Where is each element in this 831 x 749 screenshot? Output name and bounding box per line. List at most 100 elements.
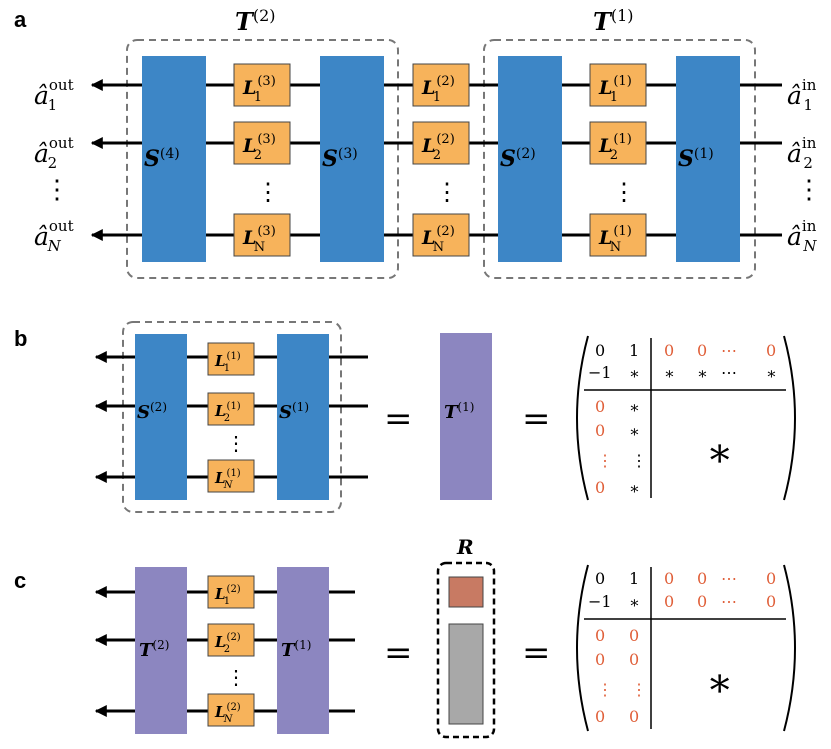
svg-text:⋮: ⋮	[226, 431, 246, 455]
equals-c2: =	[522, 633, 551, 673]
svg-text:⋯: ⋯	[721, 569, 737, 588]
panel-letter-a: a	[14, 7, 27, 32]
equals-b2: =	[522, 399, 551, 439]
result-r-top	[448, 576, 484, 608]
svg-text:⋮: ⋮	[597, 680, 613, 699]
group-title-t1: T(1)	[593, 6, 634, 36]
block-b-s1-label: S(1)	[279, 400, 309, 423]
result-t1-label: T(1)	[444, 400, 474, 423]
svg-text:⋮: ⋮	[631, 451, 647, 470]
svg-text:⋮: ⋮	[44, 175, 70, 205]
group-box-t2	[126, 39, 399, 279]
svg-text:L(3)N: L(3)N	[242, 224, 276, 255]
panel-a: a T(2) T(1) S(4) S(3) S(2) S(1)	[14, 6, 822, 279]
loss-column-b: L(1)1 L(1)2 L(1)N ⋮	[207, 342, 255, 493]
svg-text:L(2)1: L(2)1	[214, 584, 241, 607]
svg-text:∗: ∗	[697, 364, 708, 383]
svg-text:⋮: ⋮	[597, 451, 613, 470]
block-s4-label: S(4)	[144, 146, 180, 172]
svg-text:∗: ∗	[629, 398, 640, 417]
svg-text:L(1)1: L(1)1	[214, 351, 241, 374]
group-box-b	[122, 321, 342, 513]
group-box-t1	[483, 39, 756, 279]
svg-text:L(2)N: L(2)N	[214, 702, 241, 725]
result-r-box	[436, 561, 496, 739]
matrix-b: 0 1 0 0 ⋯ 0 −1 ∗ ∗ ∗ ⋯ ∗ 0 0 ⋮ 0 ∗ ∗ ⋮ ∗…	[576, 335, 796, 501]
svg-text:0: 0	[697, 569, 707, 588]
svg-text:L(3)2: L(3)2	[242, 132, 276, 163]
block-s2	[498, 56, 562, 262]
svg-text:L(2)N: L(2)N	[421, 224, 455, 255]
svg-text:∗: ∗	[629, 479, 640, 498]
svg-text:0: 0	[664, 592, 674, 611]
svg-text:0: 0	[697, 341, 707, 360]
svg-text:L(2)2: L(2)2	[421, 132, 455, 163]
loss-column-l3: L(3)1 L(3)2 L(3)N ⋮	[233, 63, 291, 257]
svg-text:⋮: ⋮	[226, 665, 246, 689]
svg-text:0: 0	[766, 592, 776, 611]
panel-letter-b: b	[14, 326, 27, 351]
block-s3	[320, 56, 384, 262]
svg-text:⋮: ⋮	[612, 178, 636, 206]
matrix-c: 0 1 0 0 ⋯ 0 −1 ∗ 0 0 ⋯ 0 0 0 ⋮ 0 0 0 ⋮ 0…	[576, 564, 796, 732]
svg-text:−1: −1	[588, 363, 612, 382]
svg-text:0: 0	[629, 650, 639, 669]
svg-text:1: 1	[629, 341, 639, 360]
equals-b1: =	[384, 399, 413, 439]
svg-text:⋯: ⋯	[721, 592, 737, 611]
svg-text:0: 0	[595, 569, 605, 588]
svg-text:∗: ∗	[706, 660, 733, 706]
svg-text:∗: ∗	[706, 430, 733, 476]
svg-text:⋮: ⋮	[435, 178, 459, 206]
result-r-bottom	[448, 623, 484, 725]
loss-column-l1: L(1)1 L(1)2 L(1)N ⋮	[589, 63, 647, 257]
svg-text:L(2)1: L(2)1	[421, 74, 455, 105]
svg-text:⋯: ⋯	[721, 341, 737, 360]
svg-text:L(1)1: L(1)1	[598, 74, 632, 105]
svg-text:0: 0	[697, 592, 707, 611]
svg-text:1: 1	[629, 569, 639, 588]
svg-text:⋮: ⋮	[796, 175, 822, 205]
svg-text:∗: ∗	[629, 364, 640, 383]
block-c-t2	[135, 567, 187, 734]
svg-text:⋮: ⋮	[256, 178, 280, 206]
group-title-t2: T(2)	[235, 6, 276, 36]
block-s1	[676, 56, 740, 262]
svg-text:0: 0	[595, 341, 605, 360]
svg-text:L(1)2: L(1)2	[214, 401, 241, 424]
svg-text:0: 0	[629, 626, 639, 645]
panel-c: c T(2) T(1) L(2)1 L(2)2 L(2)N ⋮ = R =	[14, 535, 796, 739]
equals-c1: =	[384, 633, 413, 673]
svg-text:0: 0	[629, 707, 639, 726]
result-r-label: R	[456, 535, 474, 559]
block-c-t1	[277, 567, 329, 734]
block-b-s2	[135, 334, 187, 500]
loss-column-l2: L(2)1 L(2)2 L(2)N ⋮	[412, 63, 470, 257]
svg-text:0: 0	[595, 421, 605, 440]
svg-text:L(1)N: L(1)N	[598, 224, 632, 255]
svg-text:0: 0	[664, 569, 674, 588]
svg-text:0: 0	[766, 341, 776, 360]
block-c-t2-label: T(2)	[139, 638, 169, 661]
block-b-s2-label: S(2)	[137, 400, 167, 423]
block-s1-label: S(1)	[678, 146, 714, 172]
svg-text:⋯: ⋯	[721, 363, 737, 382]
svg-text:0: 0	[595, 707, 605, 726]
svg-text:0: 0	[664, 341, 674, 360]
svg-text:0: 0	[595, 397, 605, 416]
svg-text:∗: ∗	[629, 422, 640, 441]
block-c-t1-label: T(1)	[281, 638, 311, 661]
block-b-s1	[277, 334, 329, 500]
result-t1	[440, 333, 492, 500]
svg-text:0: 0	[595, 650, 605, 669]
svg-text:L(2)2: L(2)2	[214, 632, 241, 655]
svg-text:L(1)2: L(1)2	[598, 132, 632, 163]
block-s2-label: S(2)	[500, 146, 536, 172]
